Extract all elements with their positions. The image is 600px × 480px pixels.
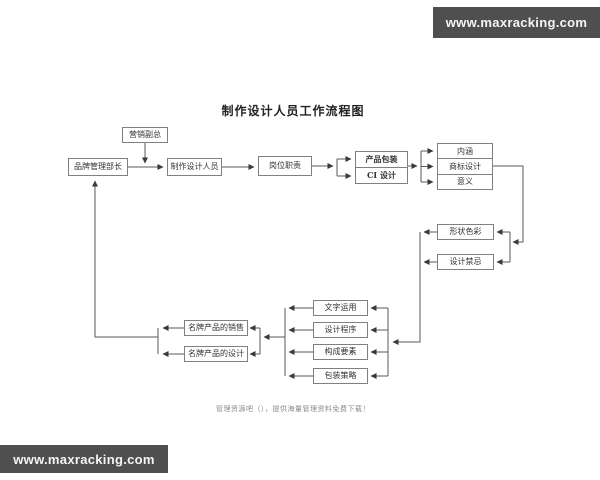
node-product-packaging: 产品包装 [365,154,398,164]
diagram-title: 制作设计人员工作流程图 [221,104,365,118]
node-composition-elements: 构成要素 [313,344,368,360]
watermark-banner-top: www.maxracking.com [433,7,600,38]
node-brand-sales: 名牌产品的销售 [184,320,248,336]
node-connotation: 内涵 [457,146,473,156]
node-packaging-strategy: 包装策略 [313,368,368,384]
footer-note: 管理资源吧（），提供海量管理资料免费下载！ [216,405,370,413]
node-trademark-design: 商标设计 [438,158,492,173]
watermark-url: www.maxracking.com [13,451,155,467]
node-text-usage: 文字运用 [313,300,368,316]
node-brand-design: 名牌产品的设计 [184,346,248,362]
node-ci-design: CI 设计 [356,167,407,183]
watermark-url: www.maxracking.com [445,15,588,30]
node-meaning: 意义 [438,173,492,189]
node-job-duties: 岗位职责 [258,156,312,176]
watermark-banner-bottom: www.maxracking.com [0,445,168,473]
node-design-procedure: 设计程序 [313,322,368,338]
node-trademark-attrs-group: 内涵 商标设计 意义 [437,143,493,190]
node-design-taboo: 设计禁忌 [437,254,494,270]
node-design-staff: 制作设计人员 [167,158,222,176]
node-shape-color: 形状色彩 [437,224,494,240]
node-marketing-vp: 营销副总 [122,127,168,143]
node-brand-manager: 品牌管理部长 [68,158,128,176]
node-packaging-ci-group: 产品包装 CI 设计 [355,151,408,184]
